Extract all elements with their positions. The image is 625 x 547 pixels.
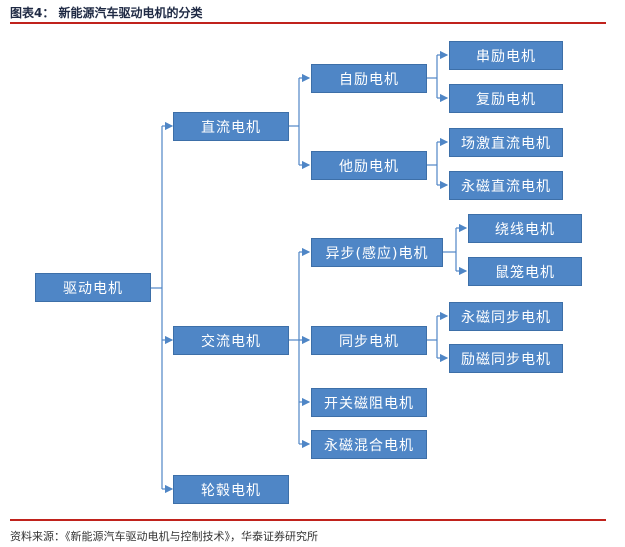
node-pm-sync-motor: 永磁同步电机 <box>449 302 563 331</box>
node-series-motor: 串励电机 <box>449 41 563 70</box>
node-sync-motor: 同步电机 <box>311 326 427 355</box>
node-ac-motor: 交流电机 <box>173 326 289 355</box>
node-dc-motor: 直流电机 <box>173 112 289 141</box>
node-excitation-sync-motor: 励磁同步电机 <box>449 344 563 373</box>
node-drive-motor: 驱动电机 <box>35 273 151 302</box>
node-wound-rotor-motor: 绕线电机 <box>468 214 582 243</box>
node-squirrel-cage-motor: 鼠笼电机 <box>468 257 582 286</box>
node-separately-excited-motor: 他励电机 <box>311 151 427 180</box>
node-compound-motor: 复励电机 <box>449 84 563 113</box>
node-async-induction-motor: 异步(感应)电机 <box>311 238 443 267</box>
top-rule <box>10 22 606 24</box>
bottom-rule <box>10 519 606 521</box>
figure-caption: 图表4： 新能源汽车驱动电机的分类 <box>10 6 203 20</box>
node-field-excited-dc-motor: 场激直流电机 <box>449 128 563 157</box>
node-switched-reluctance-motor: 开关磁阻电机 <box>311 388 427 417</box>
node-pm-hybrid-motor: 永磁混合电机 <box>311 430 427 459</box>
node-hub-motor: 轮毂电机 <box>173 475 289 504</box>
node-pm-dc-motor: 永磁直流电机 <box>449 171 563 200</box>
source-note: 资料来源：《新能源汽车驱动电机与控制技术》，华泰证券研究所 <box>10 530 318 543</box>
node-self-excited-motor: 自励电机 <box>311 64 427 93</box>
